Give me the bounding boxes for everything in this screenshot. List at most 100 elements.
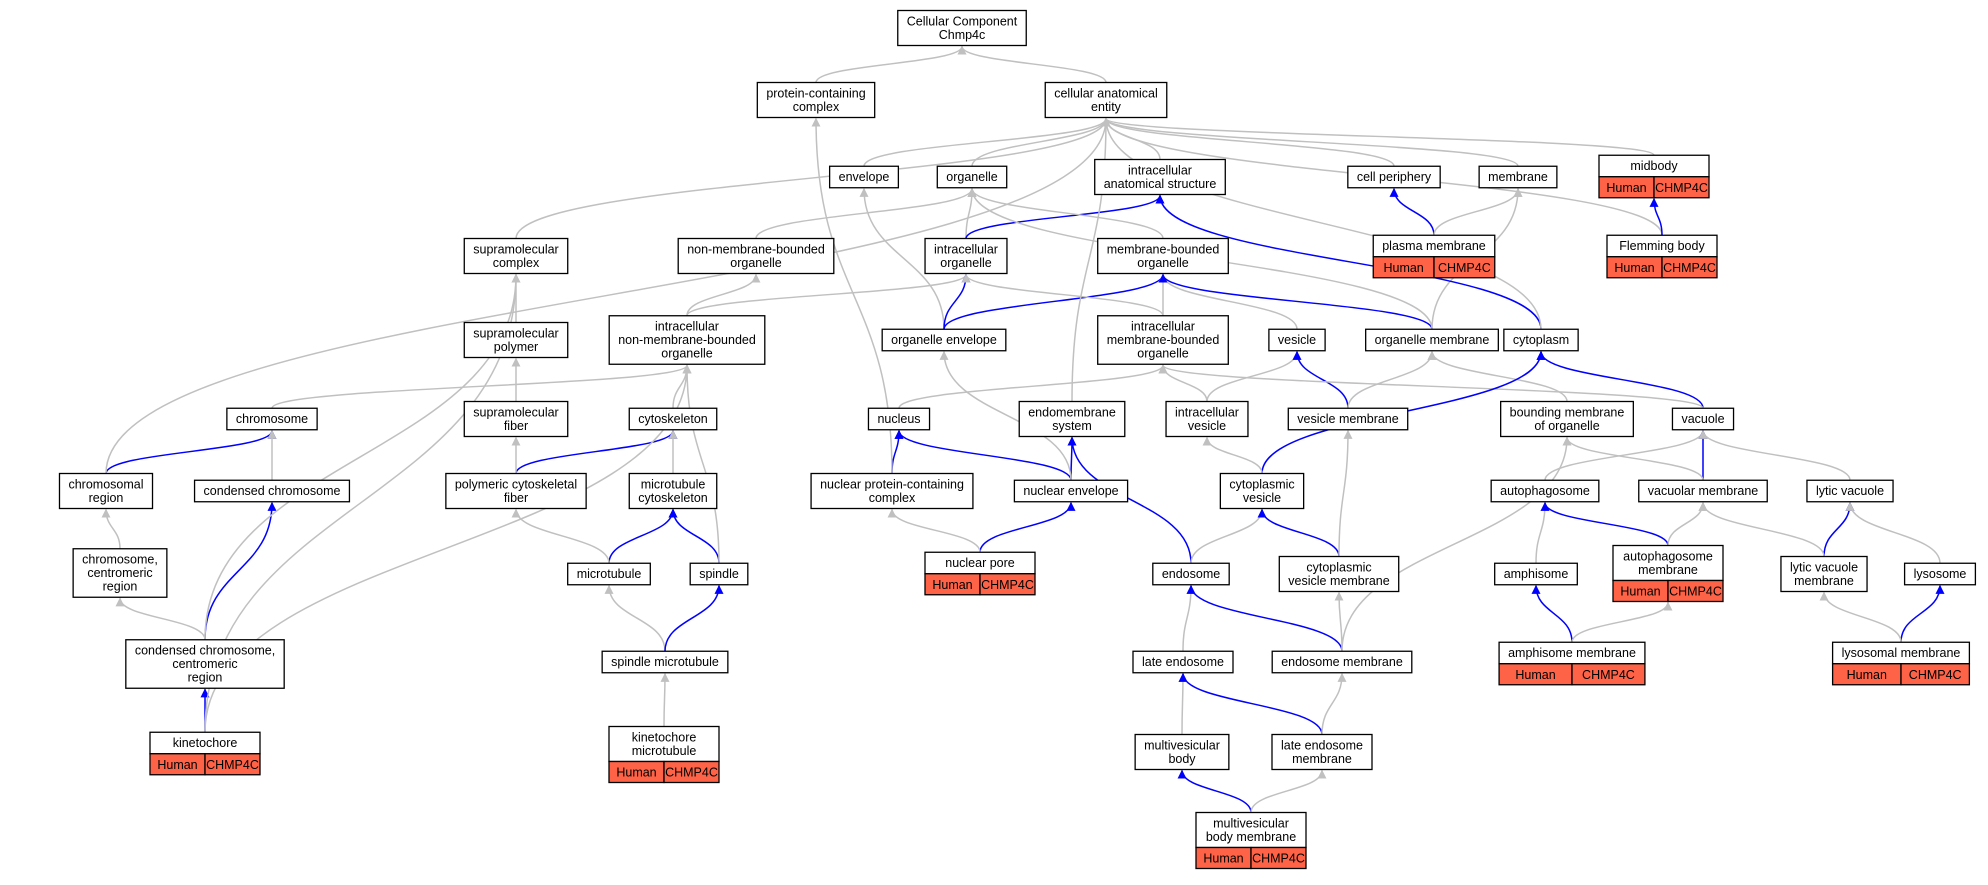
annotation-gene: CHMP4C [1438,261,1491,275]
node-kinetochore[interactable]: kinetochore [149,731,261,755]
edges-layer [101,45,1945,813]
node-lysomem[interactable]: lysosomal membrane [1831,641,1971,665]
node-label-line: nuclear envelope [1023,484,1118,498]
node-box [1219,472,1305,510]
node-label-line: lysosomal membrane [1842,646,1961,660]
node-box [226,407,318,431]
node-label-line: intracellular [1128,163,1192,177]
node-label-line: autophagosome [1500,484,1590,498]
node-lateendo[interactable]: late endosome [1132,650,1234,674]
node-vesmem[interactable]: vesicle membrane [1287,407,1409,431]
node-label-line: chromosome, [82,553,158,567]
node-cellperiph[interactable]: cell periphery [1347,165,1441,189]
node-endosome[interactable]: endosome [1152,562,1230,586]
edge-part-of-intraorg-to-ias [965,194,1165,239]
node-vacmem[interactable]: vacuolar membrane [1638,479,1768,503]
node-label-line: complex [869,491,916,505]
edge-part-of-amphmem-to-amphisome [1531,584,1573,643]
node-midbody[interactable]: midbody [1598,154,1710,178]
node-condchrom[interactable]: condensed chromosome [193,479,351,503]
node-membrane[interactable]: membrane [1478,165,1558,189]
node-endomemb[interactable]: endosome membrane [1271,650,1413,674]
node-spindlemt[interactable]: spindle microtubule [601,650,729,674]
node-label-line: microtubule [632,744,697,758]
node-autophagosome[interactable]: autophagosome [1490,479,1600,503]
node-amphmem[interactable]: amphisome membrane [1498,641,1646,665]
node-lyticvac[interactable]: lytic vacuole [1806,479,1894,503]
node-label-line: system [1052,419,1092,433]
node-lysosome[interactable]: lysosome [1903,562,1977,586]
node-nucpore[interactable]: nuclear pore [924,551,1036,575]
node-orgenv[interactable]: organelle envelope [881,328,1007,352]
node-microtubule[interactable]: microtubule [567,562,651,586]
edge-is-a-cytoplasm-to-cae [1101,117,1542,330]
node-cytoskeleton[interactable]: cytoskeleton [628,407,718,431]
node-nucleus[interactable]: nucleus [867,407,931,431]
annotation-organism: Human [616,766,656,780]
node-flemming[interactable]: Flemming body [1606,234,1718,258]
annotation-gene: CHMP4C [665,766,718,780]
node-envelope[interactable]: envelope [828,165,900,189]
node-inmbo[interactable]: intracellularnon-membrane-boundedorganel… [608,315,766,365]
node-orgmem[interactable]: organelle membrane [1365,328,1499,352]
node-label-line: amphisome [1504,567,1569,581]
node-spindle[interactable]: spindle [689,562,749,586]
node-label-line: nucleus [877,412,920,426]
annotation-organism: Human [1203,852,1243,866]
node-label-line: fiber [504,491,528,505]
node-cytoplasm[interactable]: cytoplasm [1503,328,1579,352]
node-vacuole[interactable]: vacuole [1671,407,1735,431]
node-label-line: vesicle membrane [1288,574,1389,588]
node-label-line: bounding membrane [1510,405,1625,419]
node-organelle[interactable]: organelle [936,165,1008,189]
edge-is-a-lateendo-to-endosome [1182,584,1196,652]
node-vesicle[interactable]: vesicle [1268,328,1326,352]
node-amphisome[interactable]: amphisome [1494,562,1578,586]
node-label-line: lytic vacuole [1790,560,1858,574]
edge-part-of-endomemb-to-endosome [1186,584,1343,652]
node-nucenv[interactable]: nuclear envelope [1013,479,1129,503]
node-box [463,237,569,275]
node-label-line: vesicle [1278,333,1316,347]
node-box [867,407,931,431]
node-label-line: polymeric cytoskeletal [455,477,577,491]
node-label-line: late endosome [1281,738,1363,752]
node-box [1490,479,1600,503]
node-label-line: endosome [1162,567,1220,581]
node-plasmamem[interactable]: plasma membrane [1372,234,1496,258]
node-label-line: polymer [494,340,538,354]
node-box [828,165,900,189]
node-chromosome[interactable]: chromosome [226,407,318,431]
